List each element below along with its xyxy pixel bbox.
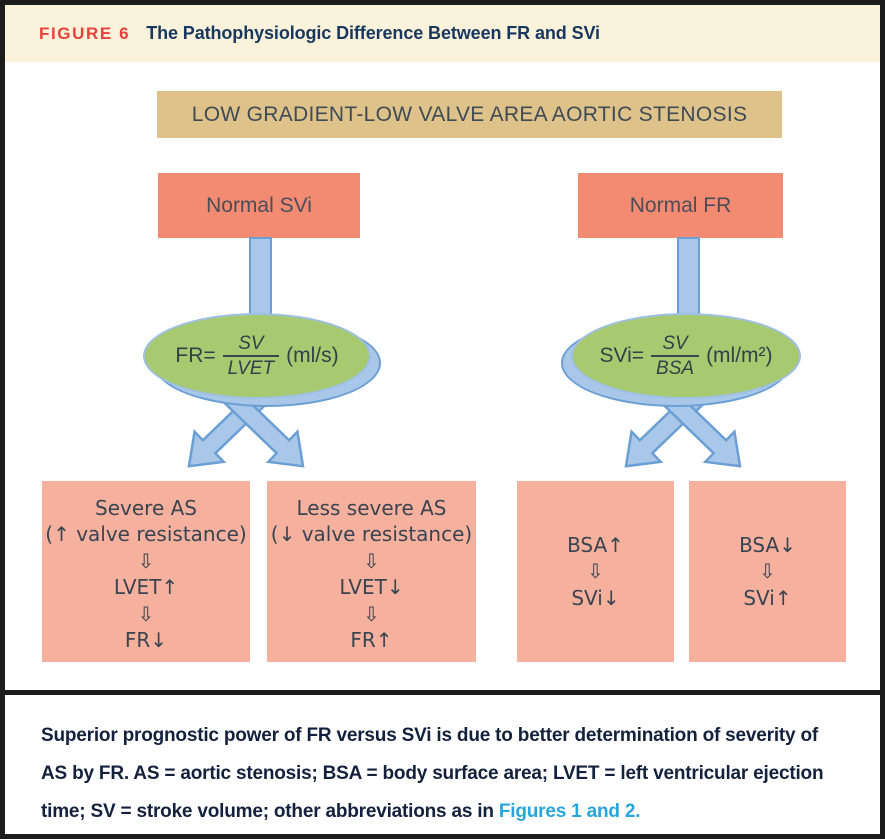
implies-arrow-icon: ⇩	[759, 559, 776, 584]
bsa-down-box: BSA↓ ⇩ SVi↑	[689, 481, 846, 662]
fr-formula-ellipse: FR= SV LVET (ml/s)	[137, 309, 385, 409]
svi-formula-ellipse: SVi= SV BSA (ml/m²)	[561, 309, 809, 409]
svi-formula-numerator: SV	[662, 332, 688, 354]
outcome-line: Less severe AS	[296, 496, 447, 520]
fr-formula-fraction: SV LVET	[222, 332, 280, 380]
less-severe-as-box: Less severe AS (↓ valve resistance) ⇩ LV…	[267, 481, 476, 662]
implies-arrow-icon: ⇩	[363, 601, 380, 626]
outcome-line: LVET↑	[113, 575, 179, 600]
svi-formula-lhs: SVi=	[599, 344, 645, 367]
caption-panel: Superior prognostic power of FR versus S…	[0, 690, 885, 839]
condition-banner: LOW GRADIENT-LOW VALVE AREA AORTIC STENO…	[157, 91, 782, 138]
caption-figures-link[interactable]: Figures 1 and 2	[498, 801, 636, 822]
svi-formula-fraction: SV BSA	[651, 332, 700, 380]
normal-svi-box: Normal SVi	[158, 173, 360, 238]
svi-formula: SVi= SV BSA (ml/m²)	[571, 313, 801, 399]
caption-suffix: .	[635, 801, 641, 822]
outcome-line: (↓ valve resistance)	[270, 522, 473, 547]
figure-number-label: FIGURE 6	[39, 23, 131, 43]
normal-fr-box: Normal FR	[578, 173, 783, 238]
fr-formula-lhs: FR=	[175, 344, 216, 367]
figure-caption: Superior prognostic power of FR versus S…	[41, 717, 844, 831]
outcome-line: SVi↑	[743, 585, 792, 610]
implies-arrow-icon: ⇩	[587, 559, 604, 584]
figure-header: FIGURE 6 The Pathophysiologic Difference…	[5, 5, 880, 62]
implies-arrow-icon: ⇩	[137, 601, 155, 626]
diagram-panel: FIGURE 6 The Pathophysiologic Difference…	[0, 0, 885, 695]
outcome-line: Severe AS	[95, 496, 197, 520]
fr-formula-denominator: LVET	[222, 354, 280, 380]
implies-arrow-icon: ⇩	[363, 548, 380, 573]
bsa-up-box: BSA↑ ⇩ SVi↓	[517, 481, 674, 662]
fr-formula-unit: (ml/s)	[286, 344, 339, 367]
fr-formula-numerator: SV	[238, 332, 264, 354]
svi-formula-denominator: BSA	[651, 354, 700, 380]
outcome-line: LVET↓	[339, 575, 404, 600]
implies-arrow-icon: ⇩	[137, 548, 155, 573]
outcome-line: BSA↓	[739, 532, 796, 557]
outcome-line: (↑ valve resistance)	[45, 522, 247, 547]
caption-body: Superior prognostic power of FR versus S…	[41, 725, 824, 822]
outcome-line: FR↓	[124, 627, 168, 652]
outcome-line: FR↑	[350, 627, 393, 652]
figure-title: The Pathophysiologic Difference Between …	[146, 23, 600, 43]
outcome-line: BSA↑	[567, 532, 624, 557]
svi-formula-unit: (ml/m²)	[706, 344, 773, 367]
outcome-line: SVi↓	[571, 585, 620, 610]
severe-as-box: Severe AS (↑ valve resistance) ⇩ LVET↑ ⇩…	[42, 481, 250, 662]
fr-formula: FR= SV LVET (ml/s)	[143, 313, 371, 399]
